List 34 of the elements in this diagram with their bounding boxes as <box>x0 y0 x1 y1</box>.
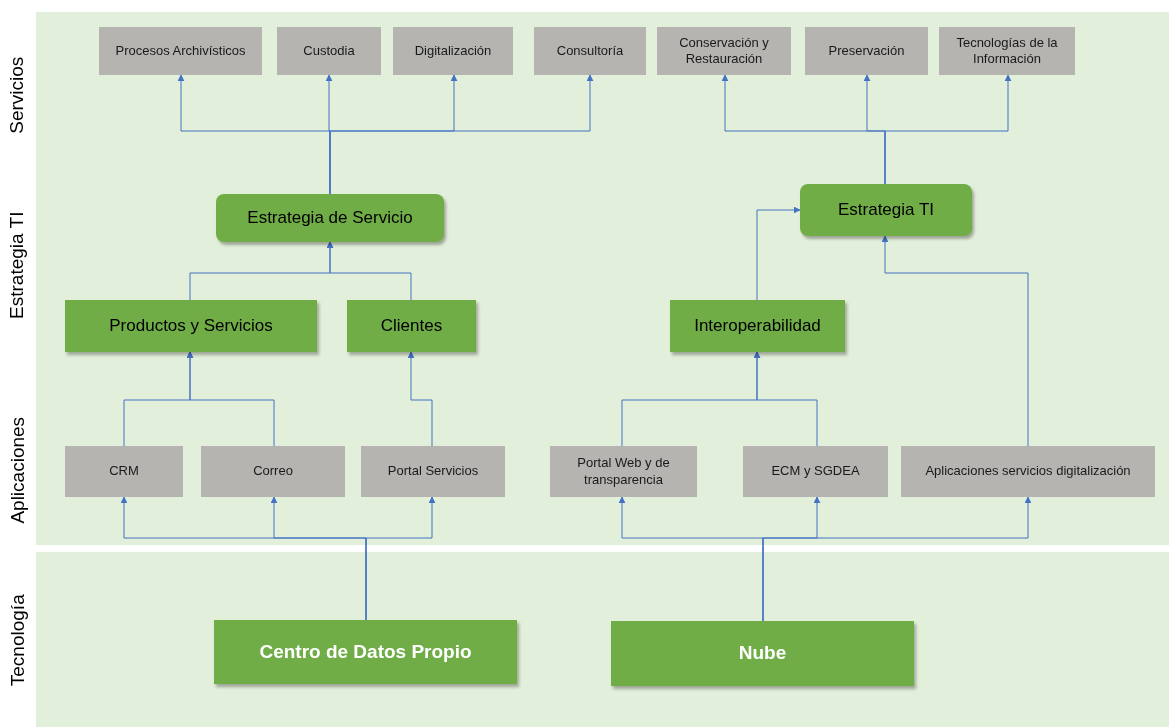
process-box: Clientes <box>347 300 476 352</box>
strategy-box: Estrategia de Servicio <box>216 194 444 242</box>
arrow <box>186 351 275 447</box>
arrow <box>762 496 1032 622</box>
process-box: Interoperabilidad <box>670 300 845 352</box>
arrow <box>329 74 594 195</box>
service-box: Aplicaciones servicios digitalización <box>901 446 1155 497</box>
technology-box: Centro de Datos Propio <box>214 620 517 684</box>
process-box: Productos y Servicios <box>65 300 317 352</box>
service-box: Digitalización <box>393 27 513 75</box>
arrow <box>365 496 436 621</box>
service-box: ECM y SGDEA <box>743 446 888 497</box>
arrow <box>884 74 1012 185</box>
service-box: Custodia <box>277 27 381 75</box>
arrow <box>753 351 818 447</box>
service-box: Preservación <box>805 27 928 75</box>
service-box: Procesos Archivísticos <box>99 27 262 75</box>
service-box: Portal Servicios <box>361 446 505 497</box>
strategy-box: Estrategia TI <box>800 184 972 236</box>
arrow <box>407 351 433 447</box>
lane-label: Aplicaciones <box>5 416 29 524</box>
arrow <box>881 235 1029 447</box>
service-box: Tecnologías de la Información <box>939 27 1075 75</box>
technology-box: Nube <box>611 621 914 686</box>
lane-label: Tecnología <box>5 594 29 686</box>
service-box: Consultoría <box>534 27 646 75</box>
arrow <box>326 241 412 301</box>
lane-label: Estrategia TI <box>5 211 29 319</box>
service-box: Conservación y Restauración <box>657 27 791 75</box>
service-box: Portal Web y de transparencia <box>550 446 697 497</box>
lane-label: Servicios <box>5 56 29 134</box>
service-box: Correo <box>201 446 345 497</box>
arrow <box>756 206 801 301</box>
service-box: CRM <box>65 446 183 497</box>
